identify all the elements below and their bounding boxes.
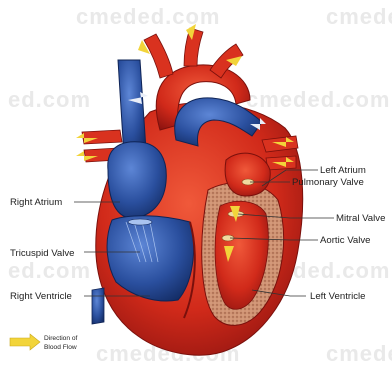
watermark-top-right: cmeded.com <box>326 4 392 29</box>
pulmonary-vein-left-upper <box>82 130 122 144</box>
label-mitral-valve: Mitral Valve <box>336 213 385 224</box>
watermark-mid-left: ed.com <box>8 87 91 112</box>
label-aortic-valve: Aortic Valve <box>320 235 370 246</box>
label-right-atrium: Right Atrium <box>10 197 62 208</box>
label-tricuspid-valve: Tricuspid Valve <box>10 248 75 259</box>
label-right-ventricle: Right Ventricle <box>10 291 72 302</box>
legend-line-1: Direction of <box>44 335 78 342</box>
inferior-vena-cava <box>92 288 104 324</box>
tricuspid-valve-shape <box>128 219 152 225</box>
aorta-branch-1 <box>144 34 173 78</box>
legend-arrow-icon <box>10 334 40 350</box>
watermark-lower-left: ed.com <box>8 258 91 283</box>
label-pulmonary-valve: Pulmonary Valve <box>292 177 364 188</box>
legend: Direction of Blood Flow <box>10 334 78 351</box>
left-atrium <box>225 153 270 196</box>
watermark-top: cmeded.com <box>76 4 221 29</box>
label-left-atrium: Left Atrium <box>320 165 366 176</box>
watermark-bottom-right: cmeded.com <box>326 341 392 366</box>
label-left-ventricle: Left Ventricle <box>310 291 365 302</box>
watermark-mid: cmeded.com <box>246 87 391 112</box>
legend-line-2: Blood Flow <box>44 344 77 351</box>
